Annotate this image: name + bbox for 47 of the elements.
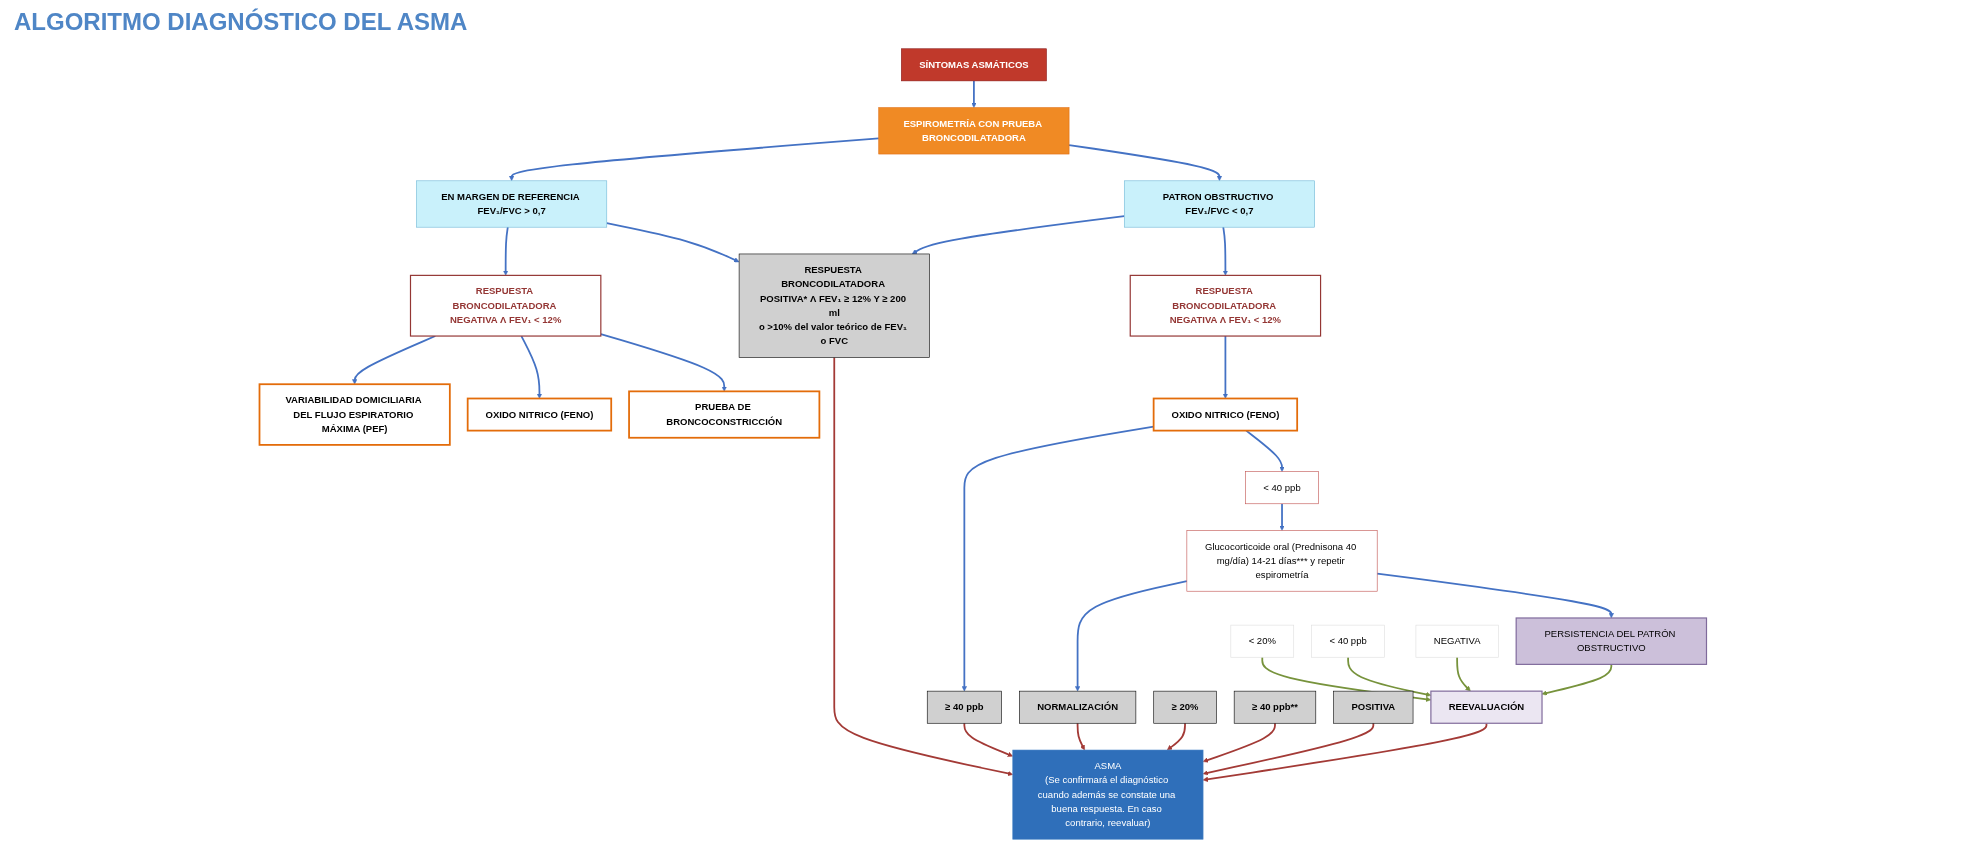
node-box: < 40 ppb — [1311, 624, 1385, 658]
arrow — [1076, 722, 1085, 751]
arrow — [1222, 335, 1228, 399]
node-box: ASMA (Se confirmará el diagnóstico cuando además se constate una buena respuesta. En caso contrario, reevaluar) — [1012, 749, 1204, 840]
arrow — [599, 333, 727, 392]
node-box: ESPIROMETRÍA CON PRUEBA BRONCODILATADORA — [878, 107, 1070, 155]
node-box: POSITIVA — [1333, 690, 1414, 724]
arrow — [1074, 580, 1188, 692]
arrow — [1068, 144, 1223, 182]
diagram-title: ALGORITMO DIAGNÓSTICO DEL ASMA — [14, 8, 468, 36]
node-box: RESPUESTA BRONCODILATADORA POSITIVA* Λ FEV₁ ≥ 12% Y ≥ 200 ml o >10% del valor teórico de FEV₁ o FVC — [738, 253, 930, 358]
node-box: SÍNTOMAS ASMÁTICOS — [901, 48, 1047, 82]
node-box: ≥ 40 ppb** — [1233, 690, 1317, 724]
arrow — [971, 80, 977, 108]
arrow — [1279, 502, 1285, 531]
node-box: OXIDO NITRICO (FENO) — [1152, 397, 1299, 432]
node-box: NEGATIVA — [1415, 624, 1499, 658]
arrow — [833, 356, 1013, 777]
node-box: < 20% — [1230, 624, 1295, 658]
arrow — [509, 137, 880, 182]
node-box: PATRON OBSTRUCTIVO FEV₁/FVC < 0,7 — [1124, 180, 1315, 228]
arrow — [912, 215, 1126, 255]
node-box: REEVALUACIÓN — [1430, 690, 1543, 724]
node-box: ≥ 40 ppb — [926, 690, 1002, 724]
arrow — [503, 226, 509, 276]
node-box: OXIDO NITRICO (FENO) — [466, 397, 613, 432]
arrow — [1167, 722, 1186, 751]
node-box: EN MARGEN DE REFERENCIA FEV₁/FVC > 0,7 — [416, 180, 608, 228]
arrow — [1245, 429, 1285, 472]
arrow — [1222, 226, 1228, 276]
arrow — [1202, 722, 1375, 776]
node-box: VARIABILIDAD DOMICILIARIA DEL FLUJO ESPIRATORIO MÁXIMA (PEF) — [258, 383, 451, 446]
node-box: ≥ 20% — [1153, 690, 1217, 724]
arrow — [605, 222, 740, 263]
node-box: PERSISTENCIA DEL PATRÓN OBSTRUCTIVO — [1515, 617, 1708, 665]
node-box: RESPUESTA BRONCODILATADORA NEGATIVA Λ FEV₁ < 12% — [1129, 274, 1322, 337]
arrow — [1202, 722, 1276, 763]
arrow — [1202, 722, 1488, 782]
node-box: Glucocorticoide oral (Prednisona 40 mg/día) 14-21 días*** y repetir espirometría — [1186, 530, 1378, 592]
node-box: < 40 ppb — [1245, 471, 1319, 505]
arrow — [520, 335, 543, 399]
node-box: RESPUESTA BRONCODILATADORA NEGATIVA Λ FEV₁ < 12% — [409, 274, 602, 337]
node-box: NORMALIZACIÓN — [1019, 690, 1137, 724]
arrow — [1376, 572, 1614, 619]
arrow — [1456, 656, 1471, 692]
arrow — [963, 722, 1013, 757]
node-box: PRUEBA DE BRONCOCONSTRICCIÓN — [628, 390, 821, 439]
